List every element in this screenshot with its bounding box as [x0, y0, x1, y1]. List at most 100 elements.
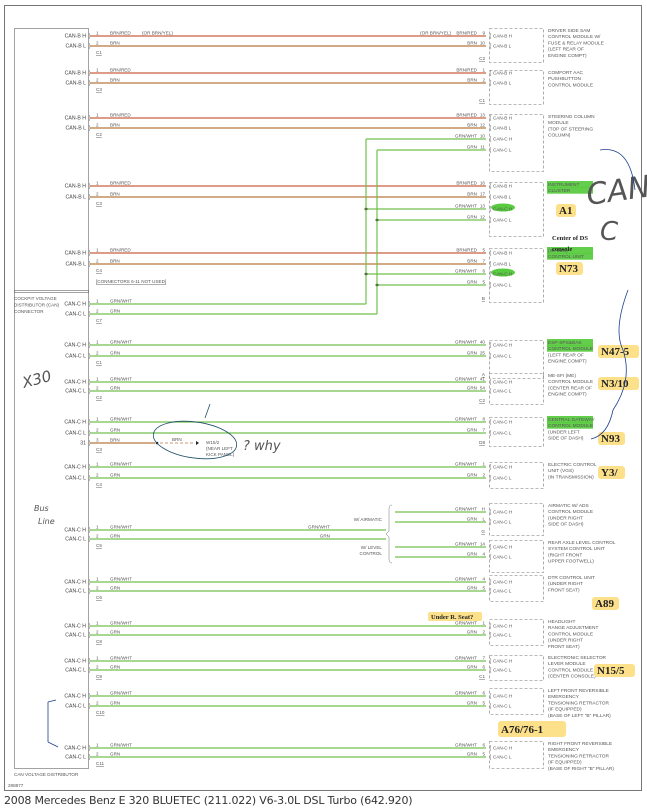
module-connector-id: C2: [479, 398, 485, 403]
distributor-pin-signal: CAN-C L: [65, 431, 86, 437]
connector-bracket-icon: [489, 418, 492, 426]
module-description: CONTROL MODULE: [548, 631, 593, 637]
connector-bracket-icon: [489, 378, 492, 386]
module-connector-box: [489, 114, 544, 172]
wire-color-code: GRN: [467, 701, 477, 706]
connector-bracket-icon: [489, 114, 492, 122]
wire-color-code: GRN: [467, 145, 477, 150]
module-pin-signal: CAN-B L: [493, 44, 512, 49]
module-description: ENGINE COMPT): [548, 392, 587, 398]
wire-color-code: GRN: [467, 752, 477, 757]
module-description: FRONT SEAT): [548, 587, 580, 593]
callout-badge: [556, 204, 576, 217]
connector-bracket-icon: [489, 429, 492, 437]
distributor-pin-signal: CAN-C L: [65, 633, 86, 639]
module-connector-box: [489, 741, 544, 769]
cockpit-distributor-box: [14, 28, 89, 293]
wire-color-code: GRN/WHT: [308, 525, 330, 530]
module-pin-signal: CAN-C H: [493, 465, 512, 470]
module-description: (IN TRANSMISSION): [548, 474, 594, 480]
wire-color-code: BRN: [467, 123, 477, 128]
option-label: W/ AIRMATIC: [354, 517, 383, 522]
connector-bracket-icon: [489, 352, 492, 360]
distributor-pin-signal: CAN-C L: [65, 668, 86, 674]
wire-color-code: GRN: [110, 752, 120, 757]
distributor-connector-id: C6: [96, 595, 102, 600]
handwritten-why: ? why: [243, 439, 281, 454]
module-description: TENSIONING RETRACTOR: [548, 753, 609, 759]
connector-bracket-icon: [489, 463, 492, 471]
module-description: ESP-SPS&BAS: [548, 340, 582, 346]
module-pin-signal: CAN-B L: [493, 195, 512, 200]
distributor-pin-signal: CAN-C H: [64, 465, 86, 471]
handwritten-bus-line: Line: [38, 517, 55, 526]
distributor-pin-signal: CAN-C L: [65, 537, 86, 543]
module-description: CONTROL MODULE: [548, 379, 593, 385]
distributor-pin-signal: CAN-C L: [65, 755, 86, 761]
wire-color-code: GRN: [467, 215, 477, 220]
wire-color-code: GRN: [110, 309, 120, 314]
wire: [310, 529, 386, 540]
distributor-pin-number: 1: [96, 248, 99, 253]
module-pin-signal: CAN-B H: [493, 71, 512, 76]
distributor-pin-number: 2: [96, 123, 99, 128]
distributor-pin-number: 2: [96, 586, 99, 591]
highlight-mark: [547, 345, 593, 352]
module-connector-box: [489, 373, 544, 405]
distributor-pin-signal: CAN-B L: [66, 126, 87, 132]
module-pin-number: 12: [480, 215, 486, 220]
distributor-pin-signal: CAN-C H: [64, 528, 86, 534]
wire-color-code: GRN/WHT: [455, 377, 477, 382]
module-connector-id: A: [482, 372, 486, 377]
wire-color-code: GRN/WHT: [110, 577, 132, 582]
module-connector-box: [489, 575, 544, 602]
callout-label: Y3/: [601, 467, 618, 479]
wire-color-code: BRN/RED: [456, 68, 477, 73]
module-connector-id: C2: [479, 56, 485, 61]
distributor-pin-signal: CAN-B H: [65, 251, 87, 257]
wire-color-code: GRN: [467, 665, 477, 670]
distributor-pin-signal: CAN-C H: [64, 624, 86, 630]
wire-color-code: GRN/WHT: [455, 340, 477, 345]
distributor-pin-number: 1: [96, 525, 99, 530]
module-description: DRIVER SIDE SAM: [548, 28, 590, 34]
module-pin-number: 6: [482, 691, 485, 696]
distributor-pin-number: 1: [96, 68, 99, 73]
module-pin-number: 5: [482, 248, 485, 253]
module-connector-box: [489, 462, 544, 489]
distributor-pin-signal: CAN-C H: [64, 380, 86, 386]
distributor-pin-number: 2: [96, 192, 99, 197]
wire-color-code: GRN/WHT: [110, 691, 132, 696]
wire-color-code: BRN/RED: [110, 248, 131, 253]
distributor-pin-number: 1: [96, 377, 99, 382]
connector-bracket-icon: [489, 631, 492, 639]
distributor-pin-number: 2: [96, 78, 99, 83]
module-description: (UNDER RIGHT: [548, 638, 583, 644]
callout-label: A1: [559, 205, 572, 217]
distributor-pin-number: 2: [96, 41, 99, 46]
connector-bracket-icon: [489, 518, 492, 526]
distributor-pin-signal: CAN-B H: [65, 34, 87, 40]
module-pin-signal: CAN-C H: [493, 694, 512, 699]
module-pin-number: 16: [480, 181, 486, 186]
module-connector-id: D8: [479, 440, 485, 445]
wire-color-code: BRN: [110, 192, 120, 197]
module-description: STEERING COLUMN: [548, 114, 595, 120]
handwritten-mark: [204, 403, 211, 419]
callout-badge: [594, 664, 635, 677]
distributor-pin-number: 1: [96, 462, 99, 467]
distributor-pin-number: 2: [96, 630, 99, 635]
wire-color-code: BRN/RED: [456, 31, 477, 36]
module-description: LEVER MODULE: [548, 661, 586, 667]
module-pin-signal: CAN-C L: [493, 755, 512, 760]
module-description: CONTROL MODULE: [548, 82, 593, 88]
distributor-pin-number: 2: [96, 534, 99, 539]
wire-color-code: GRN/WHT: [455, 656, 477, 661]
connector-bracket-icon: [489, 205, 492, 213]
module-pin-signal: CAN-C L: [493, 431, 512, 436]
module-pin-signal: CAN-B H: [493, 251, 512, 256]
distributor-connector-id: C4: [96, 268, 102, 273]
module-pin-signal: CAN-B L: [493, 81, 512, 86]
module-description: SYSTEM CONTROL UNIT: [548, 546, 605, 552]
module-connector-box: [489, 70, 544, 105]
